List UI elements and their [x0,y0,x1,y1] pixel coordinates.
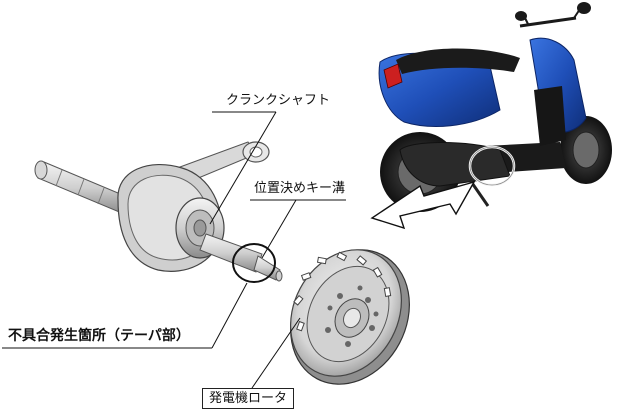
crankshaft-left-shaft [34,160,131,215]
taper-highlight-circle [232,243,276,283]
scooter-drawing [378,2,612,212]
callout-arrow [370,180,476,230]
crankshaft-taper [199,233,283,282]
label-crankshaft: クランクシャフト [226,93,331,108]
label-key-groove: 位置決めキー溝 [254,181,346,196]
label-defect-location: 不具合発生箇所（テーパ部） [8,328,190,344]
leader-lines [2,111,346,389]
rotor-slots [293,251,392,332]
rotor-bolt-holes [325,285,379,347]
crankshaft-drawing [34,141,283,283]
label-generator-rotor: 発電機ロータ [202,388,295,409]
crank-web [117,164,225,272]
rotor-drawing [290,249,410,385]
